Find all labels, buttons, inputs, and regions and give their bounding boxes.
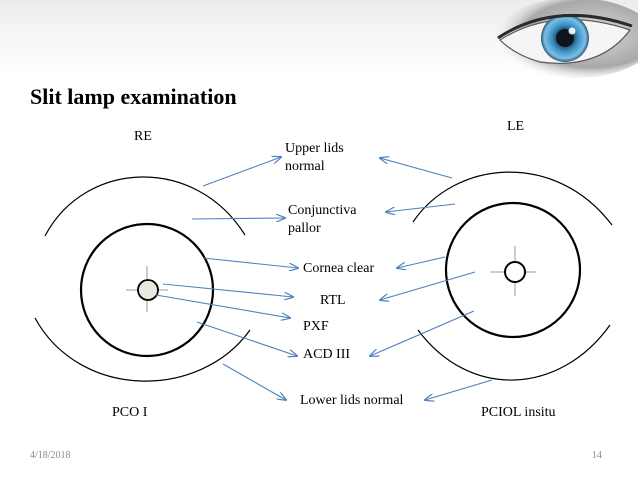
- arrow-cornea-re: [202, 257, 298, 268]
- finding-cornea: Cornea clear: [303, 261, 375, 276]
- eye-icon: [495, 0, 638, 78]
- arrow-rtl-re: [162, 283, 293, 297]
- arrow-rtl-le: [380, 271, 476, 300]
- finding-rtl: RTL: [320, 293, 346, 308]
- finding-pxf: PXF: [303, 319, 329, 334]
- page-number: 14: [592, 450, 602, 461]
- right-eye-lens-label: PCO I: [112, 405, 148, 420]
- left-eye: [412, 171, 613, 381]
- right-eye: [34, 176, 251, 382]
- finding-upper-lids-line1: Upper lids: [285, 141, 344, 156]
- arrow-lower-lid-re: [222, 363, 286, 400]
- left-eye-cornea: [444, 201, 582, 339]
- left-eye-label: LE: [507, 119, 525, 134]
- arrow-conjunctiva-le: [386, 203, 456, 212]
- right-eye-label: RE: [134, 129, 152, 144]
- arrow-cornea-le: [397, 256, 446, 268]
- arrow-pxf-re: [155, 294, 290, 318]
- finding-lower-lids: Lower lids normal: [300, 393, 404, 408]
- right-eye-lower-lid: [34, 317, 251, 382]
- right-eye-cornea: [79, 222, 215, 358]
- eye-banner: [495, 0, 638, 78]
- finding-upper-lids-line2: normal: [285, 159, 325, 174]
- arrow-conjunctiva-re: [191, 218, 285, 219]
- finding-upper-lids: Upper lids normal: [285, 140, 344, 176]
- footer-date: 4/18/2018: [30, 450, 71, 461]
- arrow-acd-le: [370, 310, 475, 356]
- left-eye-iol: [504, 261, 526, 283]
- left-eye-upper-lid: [412, 171, 613, 226]
- finding-conjunctiva-line1: Conjunctiva: [288, 203, 357, 218]
- arrow-acd-re: [196, 321, 297, 356]
- finding-acd: ACD III: [303, 347, 351, 362]
- finding-conjunctiva: Conjunctiva pallor: [288, 202, 356, 238]
- right-eye-pupil: [137, 279, 159, 301]
- finding-conjunctiva-line2: pallor: [288, 221, 321, 236]
- right-eye-upper-lid: [44, 176, 246, 237]
- left-eye-lower-lid: [417, 324, 611, 381]
- slide-title: Slit lamp examination: [30, 84, 237, 109]
- arrow-lower-lid-le: [425, 379, 493, 400]
- left-eye-lens-label: PCIOL insitu: [481, 405, 556, 420]
- arrow-upper-lid-re: [202, 157, 281, 187]
- arrow-upper-lid-le: [380, 158, 453, 179]
- arrows: [155, 157, 493, 400]
